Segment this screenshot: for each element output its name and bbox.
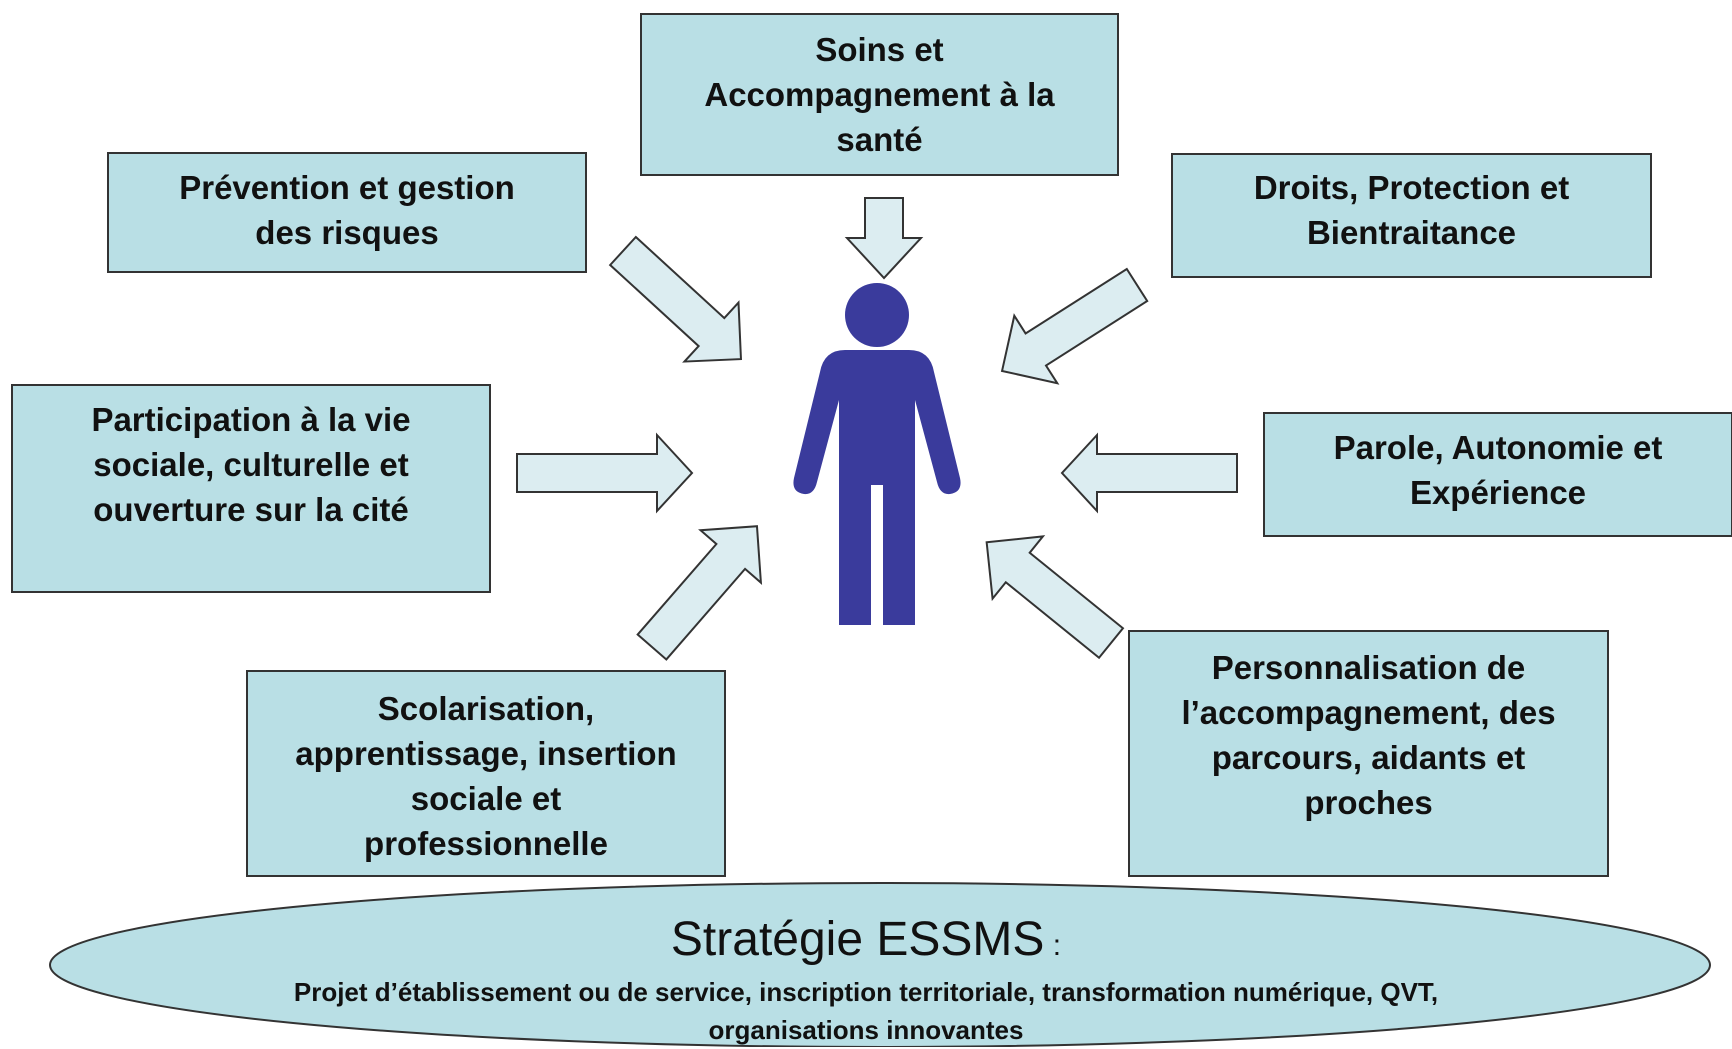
box-droits: Droits, Protection et Bientraitance — [1171, 153, 1652, 278]
box-soins: Soins et Accompagnement à la santé — [640, 13, 1119, 176]
person-icon — [793, 283, 961, 625]
arrow-from-participation — [516, 432, 694, 514]
box-scolarisation-label: Scolarisation, apprentissage, insertion … — [295, 690, 677, 862]
box-droits-label: Droits, Protection et Bientraitance — [1253, 169, 1570, 251]
strategy-subtitle: Projet d’établissement ou de service, in… — [293, 977, 1439, 1045]
arrow-from-prevention — [608, 235, 743, 363]
box-participation-label: Participation à la vie sociale, culturel… — [91, 401, 411, 528]
box-scolarisation: Scolarisation, apprentissage, insertion … — [246, 670, 726, 877]
arrow-from-soins — [844, 197, 924, 280]
box-prevention-label: Prévention et gestion des risques — [179, 169, 515, 251]
box-personnalisation: Personnalisation de l’accompagnement, de… — [1128, 630, 1609, 877]
box-prevention: Prévention et gestion des risques — [107, 152, 587, 273]
strategy-ellipse — [49, 882, 1711, 1047]
strategy-title-colon: : — [1044, 929, 1062, 962]
arrow-from-scolarisation — [636, 525, 763, 661]
box-personnalisation-label: Personnalisation de l’accompagnement, de… — [1181, 649, 1556, 821]
strategy-title-text: Stratégie ESSMS — [670, 913, 1045, 966]
arrow-from-droits — [1000, 267, 1149, 385]
box-soins-label: Soins et Accompagnement à la santé — [704, 31, 1055, 158]
box-parole: Parole, Autonomie et Expérience — [1263, 412, 1732, 537]
box-participation: Participation à la vie sociale, culturel… — [11, 384, 491, 593]
arrow-from-personnalisation — [985, 535, 1125, 660]
arrow-from-parole — [1060, 432, 1238, 514]
strategy-title: Stratégie ESSMS : — [0, 912, 1732, 967]
box-parole-label: Parole, Autonomie et Expérience — [1333, 429, 1663, 511]
